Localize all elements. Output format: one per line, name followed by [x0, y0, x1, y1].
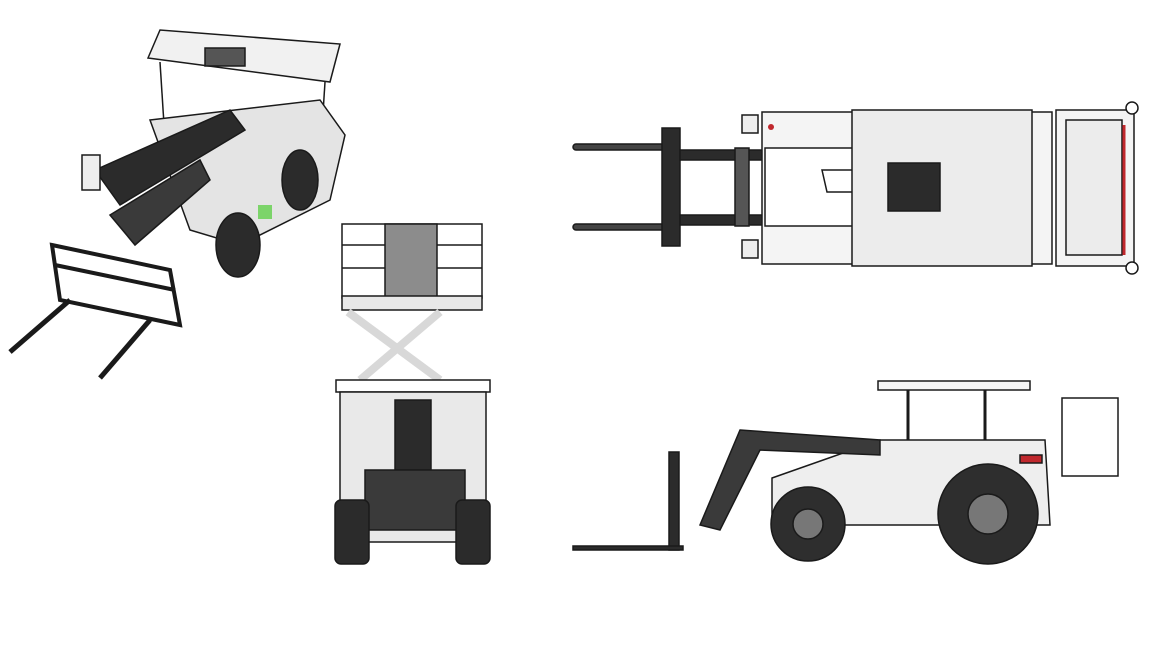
right-wheel — [455, 499, 491, 565]
top-vent-grille — [887, 162, 941, 212]
left-fork — [8, 298, 72, 354]
isometric-view — [8, 29, 346, 380]
boom-arm — [93, 109, 247, 206]
roof-vent — [204, 47, 246, 67]
red-indicator — [768, 124, 774, 130]
green-marker — [258, 205, 272, 219]
top-view — [572, 101, 1139, 275]
right-fork — [98, 318, 152, 380]
drive-unit — [364, 469, 466, 531]
side-mast — [668, 451, 680, 551]
boom-arm-lower — [108, 158, 211, 247]
fork-carriage — [49, 242, 183, 328]
scissor-arm-2 — [357, 308, 443, 384]
top-fork-upper — [572, 143, 669, 151]
side-canopy — [877, 380, 1031, 391]
side-rear-cage — [1061, 397, 1119, 477]
left-wheel — [334, 499, 370, 565]
chassis-frame — [335, 379, 491, 393]
top-fork-lower — [572, 223, 669, 231]
side-view — [572, 380, 1119, 565]
mast-mechanism — [394, 399, 432, 471]
platform-floor-panel — [384, 223, 438, 299]
top-deck — [851, 109, 1033, 267]
top-carriage — [661, 127, 681, 247]
side-fork — [572, 545, 684, 551]
rear-wheel — [281, 149, 319, 211]
side-light — [81, 154, 101, 191]
front-wheel — [215, 212, 261, 278]
side-boom — [698, 429, 881, 531]
front-view — [334, 223, 491, 565]
